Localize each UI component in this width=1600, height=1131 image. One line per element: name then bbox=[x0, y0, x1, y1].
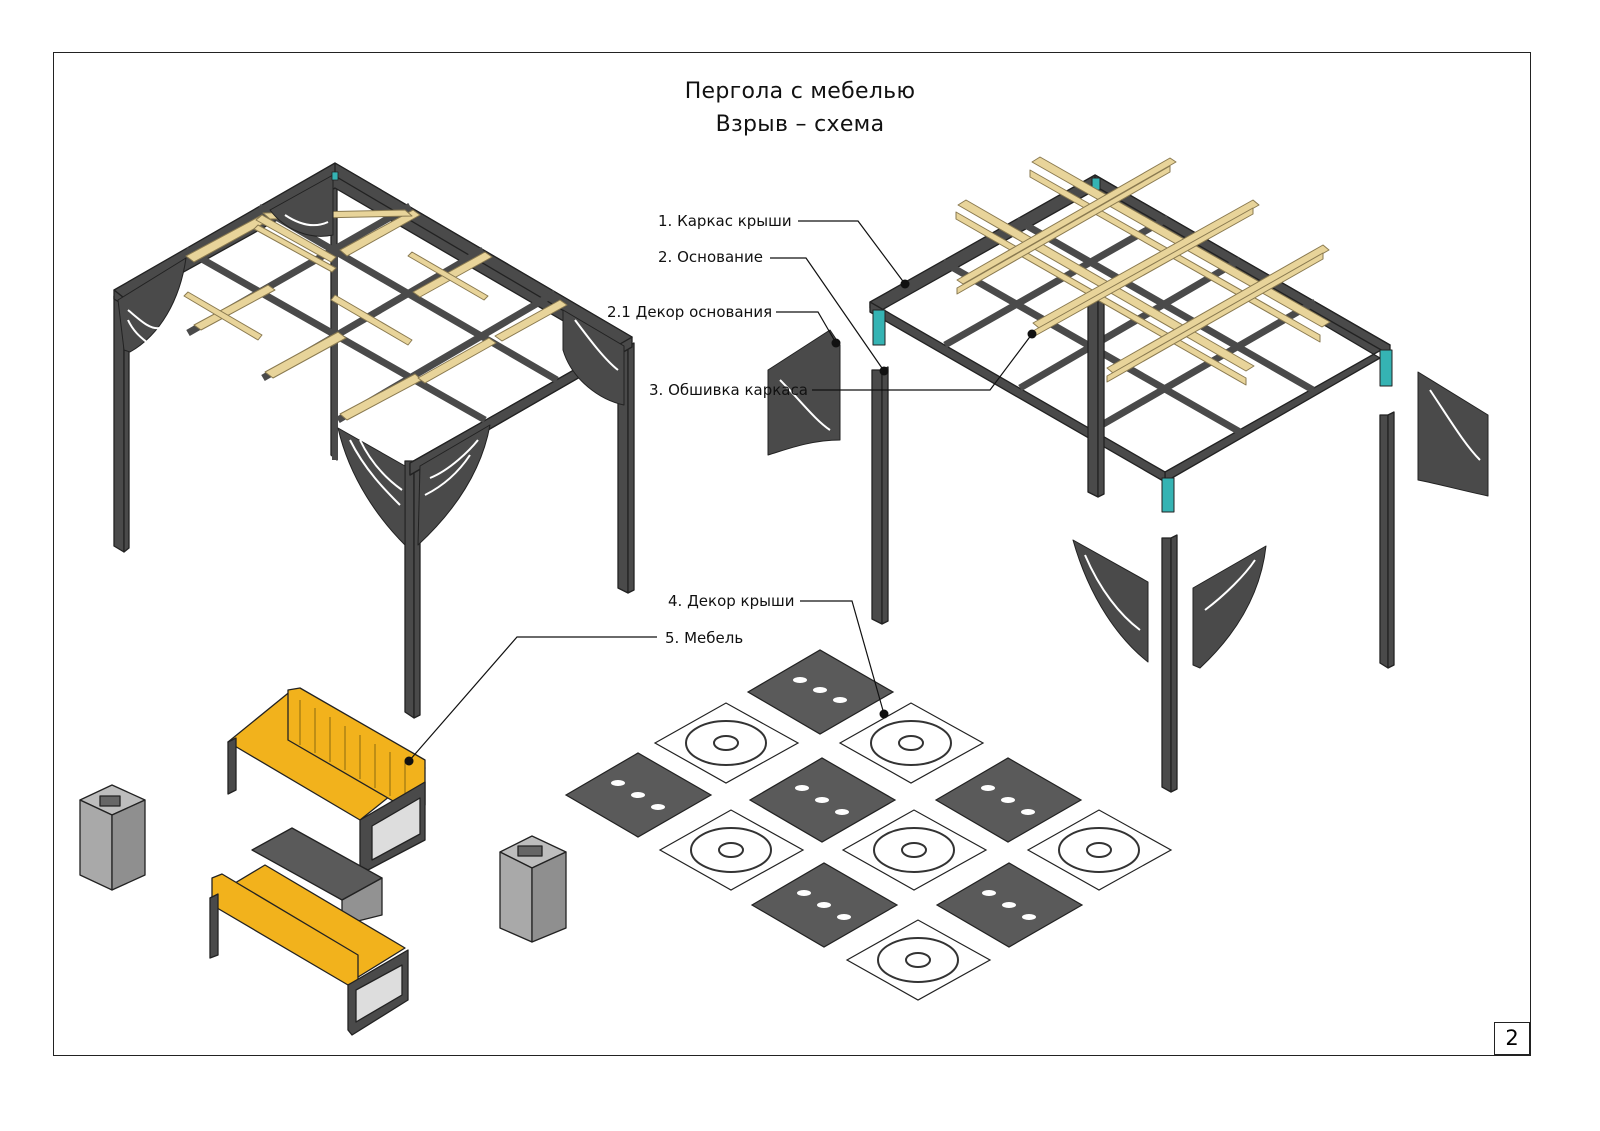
drawing-title: Пергола с мебелью bbox=[684, 79, 916, 104]
callout-dots bbox=[404, 279, 1037, 766]
drawing-frame bbox=[53, 52, 1531, 1056]
drawing-subtitle: Взрыв – схема bbox=[715, 112, 885, 137]
callout-base-decor: 2.1 Декор основания bbox=[607, 303, 773, 321]
callout-roof-decor: 4. Декор крыши bbox=[668, 592, 795, 610]
page-number: 2 bbox=[1494, 1022, 1530, 1055]
callout-roof-frame: 1. Каркас крыши bbox=[658, 212, 792, 230]
callout-furniture: 5. Мебель bbox=[665, 629, 744, 647]
exploded-pergola bbox=[767, 156, 1489, 793]
roof-decor-panels bbox=[564, 649, 1173, 1001]
assembled-pergola bbox=[113, 162, 635, 719]
callout-base: 2. Основание bbox=[658, 248, 763, 266]
callout-leaders bbox=[408, 220, 1033, 762]
callout-frame-cladding: 3. Обшивка каркаса bbox=[649, 381, 808, 399]
furniture-set bbox=[79, 687, 567, 1036]
